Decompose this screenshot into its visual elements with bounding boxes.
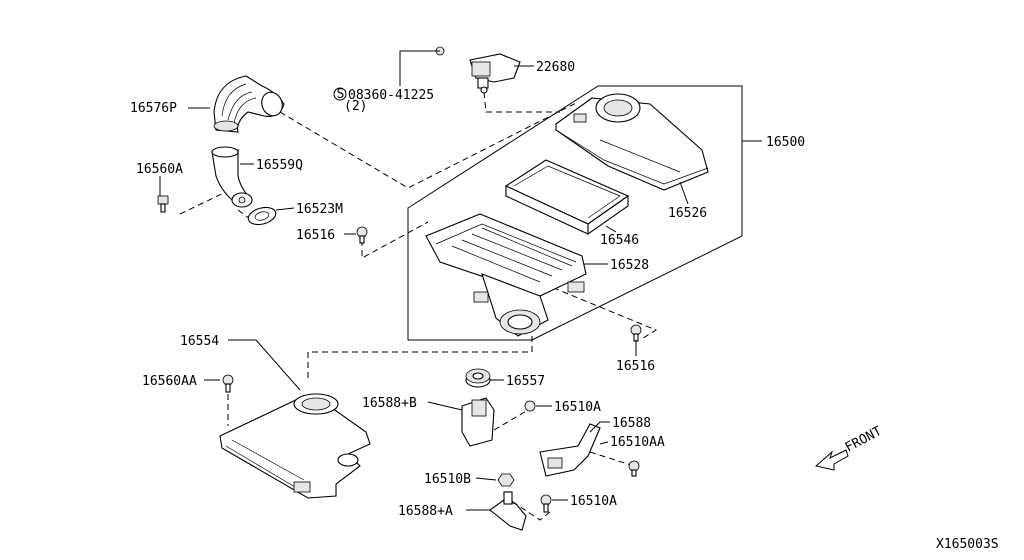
label-16510A-2: 16510A xyxy=(570,494,617,509)
part-16516-bolt-lower xyxy=(630,324,642,342)
label-16588A: 16588+A xyxy=(398,504,453,519)
part-22680-airflow-sensor xyxy=(435,46,521,94)
callout-labels: 22680 08360-41225 (2) 16576P 16500 16559… xyxy=(130,60,805,519)
label-16510B: 16510B xyxy=(424,472,471,487)
label-16560A: 16560A xyxy=(136,162,183,177)
part-08360-screw-marker: S xyxy=(333,87,347,102)
part-16559Q-elbow xyxy=(211,146,253,208)
label-16526: 16526 xyxy=(668,206,707,221)
label-16557: 16557 xyxy=(506,374,545,389)
part-16588B-bracket xyxy=(461,397,495,447)
label-16588B: 16588+B xyxy=(362,396,417,411)
label-16500: 16500 xyxy=(766,135,805,150)
part-16588-bracket xyxy=(539,423,601,477)
dashed-guide-lines xyxy=(179,91,658,521)
svg-text:S: S xyxy=(337,87,345,102)
label-16546: 16546 xyxy=(600,233,639,248)
front-arrow-icon xyxy=(814,449,849,471)
part-16546-filter-element xyxy=(504,159,630,236)
label-16554: 16554 xyxy=(180,334,219,349)
label-16523M: 16523M xyxy=(296,202,343,217)
part-16560A-screw xyxy=(157,195,169,213)
diagram-code: X165003S xyxy=(936,537,999,552)
part-16528-lower-case xyxy=(425,213,587,337)
front-label: FRONT xyxy=(843,424,885,456)
part-16510B-nut xyxy=(497,473,515,487)
label-16510A-1: 16510A xyxy=(554,400,601,415)
label-08360-qty: (2) xyxy=(344,99,367,114)
part-16560AA-screw xyxy=(222,374,234,393)
part-16523M-gasket xyxy=(247,206,277,226)
label-16510AA: 16510AA xyxy=(610,435,665,450)
label-22680: 22680 xyxy=(536,60,575,75)
part-16576P-intake-duct xyxy=(213,75,285,133)
part-16526-upper-cover xyxy=(555,93,709,191)
label-16528: 16528 xyxy=(610,258,649,273)
assembly-16500-outline xyxy=(407,85,743,341)
label-16576P: 16576P xyxy=(130,101,177,116)
label-16559Q: 16559Q xyxy=(256,158,303,173)
label-16516-lower: 16516 xyxy=(616,359,655,374)
part-16557-grommet xyxy=(465,368,491,388)
label-16560AA: 16560AA xyxy=(142,374,197,389)
label-16588: 16588 xyxy=(612,416,651,431)
front-direction-indicator: FRONT xyxy=(814,424,885,471)
part-16588A-bracket xyxy=(489,491,527,531)
part-16510A-bolt-1 xyxy=(524,400,536,412)
part-16510AA-bolt xyxy=(628,460,640,477)
part-16516-bolt-upper xyxy=(356,226,368,244)
label-16516-upper: 16516 xyxy=(296,228,335,243)
label-08360-41225: 08360-41225 xyxy=(348,88,434,103)
leader-lines xyxy=(159,50,689,511)
part-16554-resonator-duct xyxy=(219,393,371,499)
part-16510A-bolt-2 xyxy=(540,494,552,513)
